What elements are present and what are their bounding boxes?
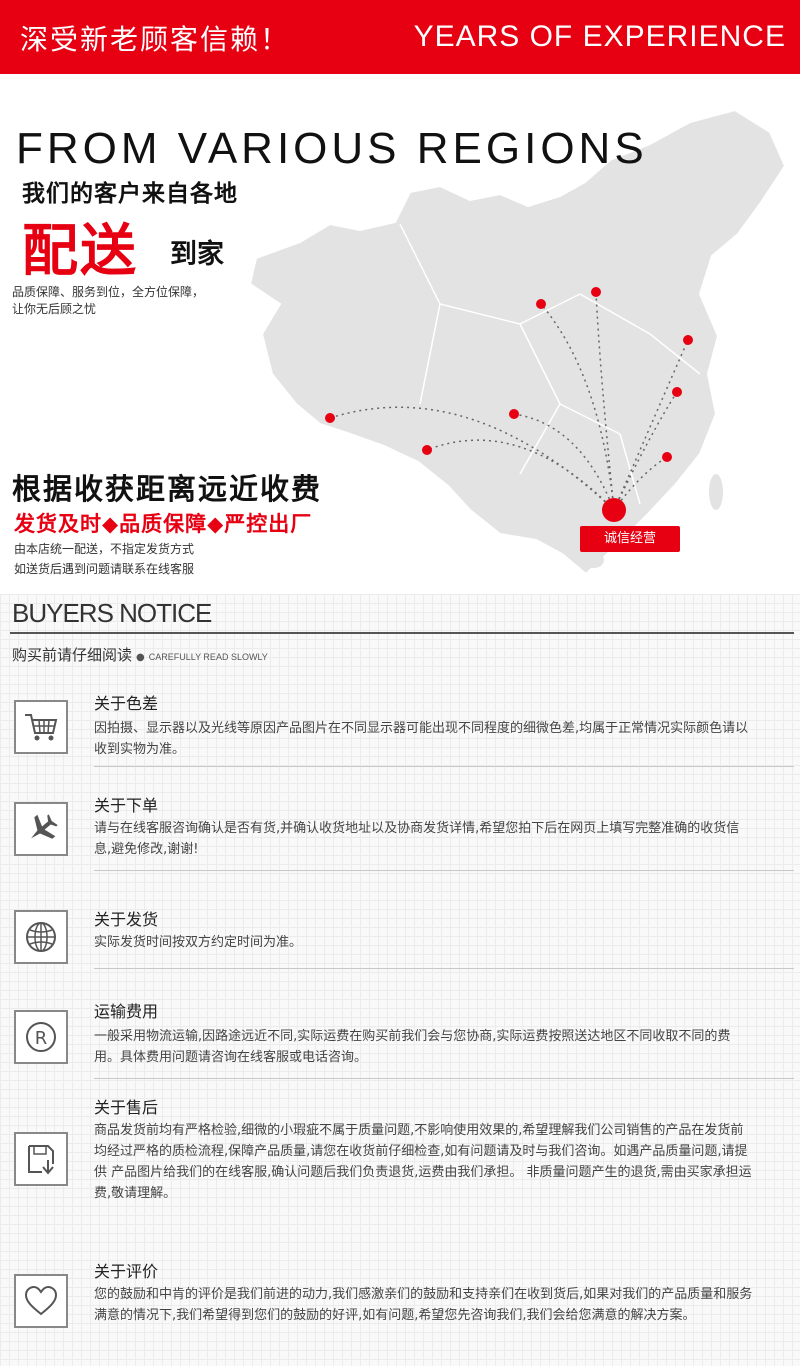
delivery-heading: 配送 (22, 219, 138, 284)
banner-slogan-en: YEARS OF EXPERIENCE (413, 20, 786, 53)
item-title: 运输费用 (94, 1002, 159, 1021)
item-title: 关于发货 (94, 910, 159, 929)
china-map (248, 108, 787, 576)
notice-subtitle-cn: 购买前请仔细阅读 (12, 646, 133, 664)
airplane-icon (14, 802, 68, 856)
fee-heading: 根据收获距离远近收费 (12, 472, 323, 506)
notice-divider (10, 632, 794, 634)
item-desc: 因拍摄、显示器以及光线等原因产品图片在不同显示器可能出现不同程度的细微色差,均属… (94, 721, 749, 757)
banner-slogan-cn: 深受新老顾客信赖！ (20, 23, 291, 56)
item-title: 关于下单 (94, 796, 159, 815)
hainan-island (584, 552, 604, 568)
guarantee-line-1: 品质保障、服务到位，全方位保障， (12, 285, 205, 299)
origin-dot (602, 498, 626, 522)
buyers-notice-section: BUYERS NOTICE 购买前请仔细阅读●CAREFULLY READ SL… (0, 594, 800, 1366)
destination-dots (325, 287, 693, 462)
item-divider (94, 766, 794, 767)
map-section: FROM VARIOUS REGIONS 我们的客户来自各地 配送 到家 品质保… (0, 74, 800, 594)
item-divider (94, 870, 794, 871)
item-desc: 商品发货前均有严格检验,细微的小瑕疵不属于质量问题,不影响使用效果的,希望理解我… (94, 1123, 752, 1201)
item-divider (94, 968, 794, 969)
taiwan-island (709, 474, 723, 510)
item-desc: 实际发货时间按双方约定时间为准。 (94, 935, 303, 950)
save-icon (14, 1132, 68, 1186)
item-divider (94, 1078, 794, 1079)
registered-icon: R (14, 1010, 68, 1064)
trust-badge: 诚信经营 (580, 526, 680, 552)
customers-heading: 我们的客户来自各地 (22, 181, 238, 207)
svg-text:R: R (35, 1028, 48, 1049)
guarantee-line-2: 让你无后顾之忧 (12, 302, 97, 316)
to-home-heading: 到家 (170, 239, 224, 270)
item-title: 关于评价 (94, 1262, 159, 1281)
top-banner: 深受新老顾客信赖！ YEARS OF EXPERIENCE (0, 0, 800, 74)
notice-subtitle-en: CAREFULLY READ SLOWLY (148, 652, 268, 662)
guarantee-text: 品质保障、服务到位，全方位保障， 让你无后顾之忧 (12, 284, 262, 318)
item-title: 关于售后 (94, 1098, 159, 1117)
shipping-note: 由本店统一配送，不指定发货方式 如送货后遇到问题请联系在线客服 (14, 539, 194, 579)
shopping-cart-icon (14, 700, 68, 754)
notice-subtitle: 购买前请仔细阅读●CAREFULLY READ SLOWLY (12, 644, 268, 665)
heart-icon (14, 1274, 68, 1328)
china-map-shape (248, 108, 787, 576)
item-desc: 请与在线客服咨询确认是否有货,并确认收货地址以及协商发货详情,希望您拍下后在网页… (94, 821, 740, 857)
shipping-note-line-1: 由本店统一配送，不指定发货方式 (14, 542, 195, 556)
globe-icon (14, 910, 68, 964)
item-title: 关于色差 (94, 694, 159, 713)
regions-heading: FROM VARIOUS REGIONS (16, 124, 648, 173)
item-desc: 一般采用物流运输,因路途远近不同,实际运费在购买前我们会与您协商,实际运费按照送… (94, 1029, 731, 1065)
quality-slogan: 发货及时◆品质保障◆严控出厂 (14, 512, 313, 536)
shipping-note-line-2: 如送货后遇到问题请联系在线客服 (14, 562, 195, 576)
bullet-icon: ● (136, 652, 145, 663)
notice-title: BUYERS NOTICE (12, 598, 212, 628)
item-desc: 您的鼓励和中肯的评价是我们前进的动力,我们感激亲们的鼓励和支持亲们在收到货后,如… (94, 1287, 753, 1323)
